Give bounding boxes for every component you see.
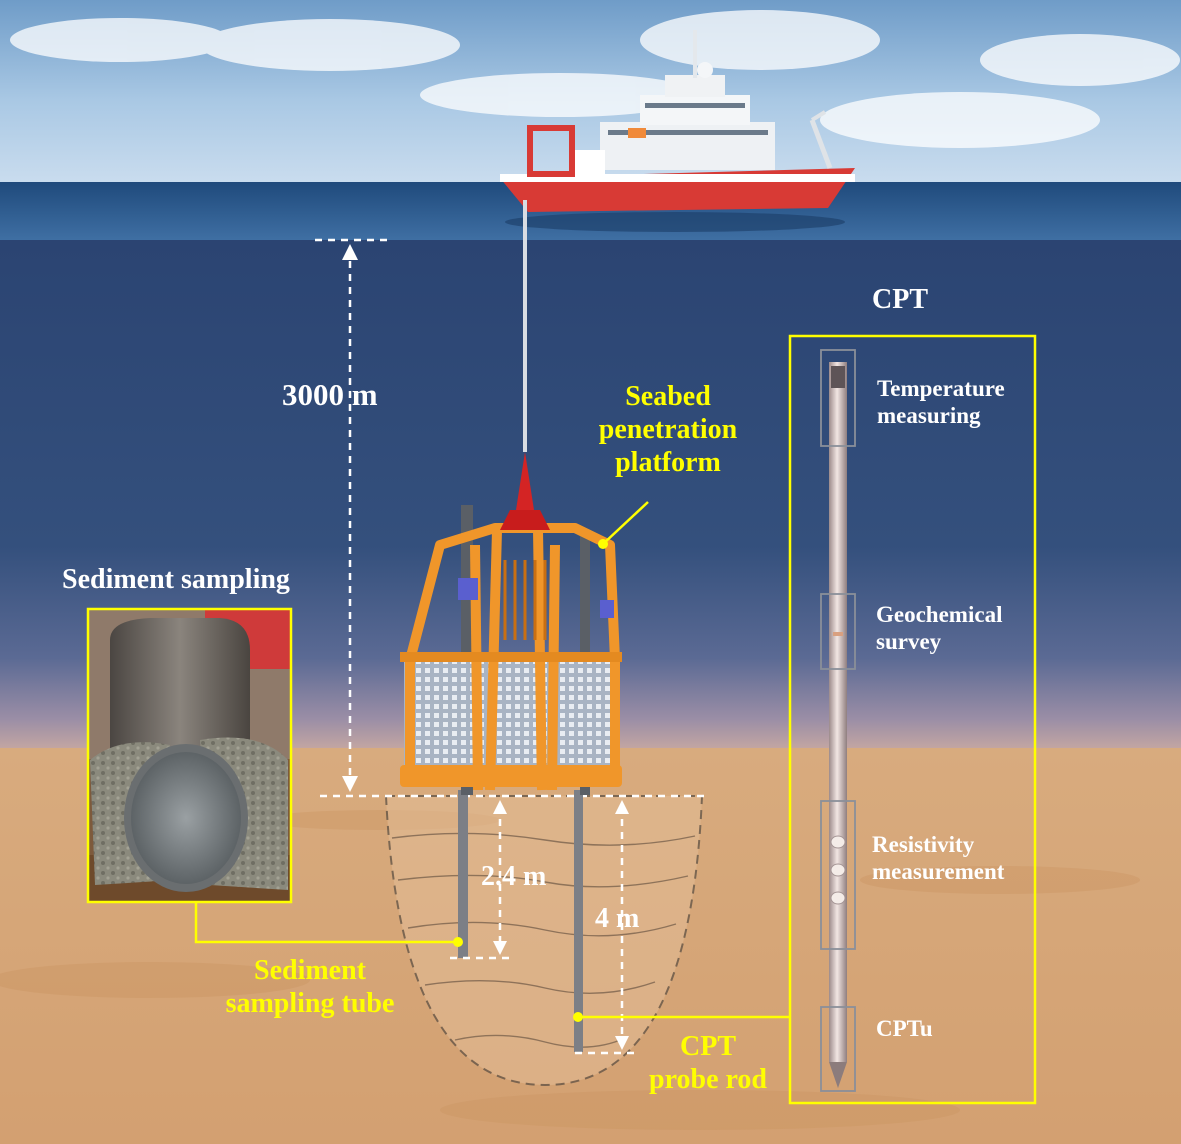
probe-rod-label: CPT probe rod — [628, 1030, 788, 1096]
cptu-label: CPTu — [876, 1016, 933, 1041]
probe-rod-label-line1: CPT — [680, 1031, 736, 1062]
research-ship — [500, 30, 855, 232]
platform-label-line2: penetration — [598, 414, 738, 446]
sand-texture — [0, 810, 1140, 1130]
geochemical-label: Geochemical survey — [876, 601, 1002, 655]
temperature-label-line1: Temperature — [877, 376, 1005, 401]
geochemical-label-line2: survey — [876, 629, 942, 655]
sampling-tube-label-line1: Sediment — [254, 955, 366, 986]
temperature-label-line2: measuring — [877, 403, 981, 429]
cpt-title: CPT — [872, 284, 928, 315]
platform-label-line3: platform — [615, 447, 721, 479]
resistivity-sensor-box — [820, 800, 856, 950]
sampling-tube-label-line2: sampling tube — [225, 988, 395, 1020]
depth-label: 3000 m — [282, 377, 378, 412]
cpt-frame — [788, 334, 1037, 1105]
resistivity-label-line2: measurement — [872, 859, 1005, 885]
depth-2-4m-label: 2.4 m — [481, 861, 547, 892]
probe-rod — [574, 790, 583, 1052]
penetration-platform — [400, 452, 622, 795]
sampling-tube — [458, 790, 468, 958]
temperature-sensor-box — [820, 349, 856, 447]
sediment-sample-photo — [86, 607, 293, 904]
clouds — [10, 10, 1180, 148]
geochemical-label-line1: Geochemical — [876, 602, 1003, 627]
cpt-rod — [829, 362, 847, 1088]
cptu-sensor-box — [820, 1006, 856, 1092]
sediment-sampling-label: Sediment sampling — [62, 564, 290, 595]
sampling-tube-label: Sediment sampling tube — [200, 954, 420, 1020]
platform-label-line1: Seabed — [625, 381, 711, 412]
depth-dimension — [315, 238, 392, 786]
geochemical-sensor-box — [820, 593, 856, 670]
platform-label: Seabed penetration platform — [566, 380, 770, 479]
temperature-label: Temperature measuring — [877, 375, 1005, 429]
probe-rod-label-line2: probe rod — [649, 1064, 767, 1096]
depth-4m-label: 4 m — [595, 903, 640, 934]
resistivity-label: Resistivity measurement — [872, 831, 1004, 885]
resistivity-label-line1: Resistivity — [872, 832, 975, 857]
